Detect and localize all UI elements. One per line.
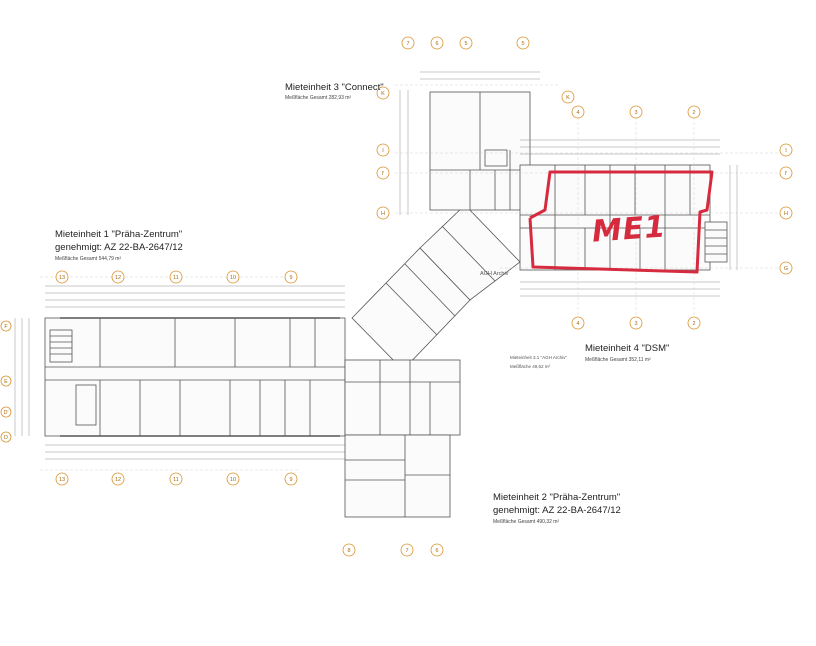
east-block <box>519 164 728 271</box>
svg-text:7: 7 <box>406 41 409 47</box>
me1-marker: ME1 <box>590 209 668 250</box>
dimension-lines-east <box>399 71 738 297</box>
svg-text:I': I' <box>382 171 385 177</box>
svg-text:11: 11 <box>173 275 179 281</box>
grid-bubbles <box>0 36 793 557</box>
svg-text:3: 3 <box>634 321 637 327</box>
svg-text:10: 10 <box>230 477 236 483</box>
svg-text:H: H <box>784 211 788 217</box>
mieteinheit-4-area: Meßfläche Gesamt 352,11 m² <box>585 357 651 363</box>
svg-text:K: K <box>566 95 570 101</box>
svg-text:12: 12 <box>115 275 121 281</box>
svg-text:H: H <box>381 211 385 217</box>
mieteinheit-3-title: Mieteinheit 3 "Connect" <box>285 82 384 93</box>
mieteinheit-3-area: Meßfläche Gesamt 282,93 m² <box>285 95 352 101</box>
svg-text:2: 2 <box>692 110 695 116</box>
mieteinheit-2-title: Mieteinheit 2 "Präha-Zentrum" <box>493 492 621 503</box>
mieteinheit-2-area: Meßfläche Gesamt 490,32 m² <box>493 519 560 525</box>
svg-text:5: 5 <box>521 41 524 47</box>
svg-text:8: 8 <box>347 548 350 554</box>
me1-highlight-outline <box>528 170 714 274</box>
mieteinheit-3-1-area: Meßfläche 49,62 m² <box>510 364 551 369</box>
grid-bubble-labels: 7 6 5 5 K I I' H K I I' H G 4 3 2 4 3 2 13 12 11 10 9 13 12… <box>3 41 788 554</box>
svg-text:6: 6 <box>435 548 438 554</box>
svg-text:K: K <box>381 91 385 97</box>
mieteinheit-2-approval: genehmigt: AZ 22-BA-2647/12 <box>493 505 621 516</box>
mieteinheit-3-1-title: Mieteinheit 3.1 "AGH Archiv" <box>510 355 567 360</box>
svg-text:6: 6 <box>435 41 438 47</box>
agh-archiv-label: AGH Archiv <box>480 271 509 277</box>
dimension-lines-left <box>14 285 345 460</box>
svg-text:5: 5 <box>464 41 467 47</box>
north-block <box>429 91 531 211</box>
svg-text:I: I <box>382 148 384 154</box>
svg-text:I: I <box>785 148 787 154</box>
mieteinheit-1-title: Mieteinheit 1 "Präha-Zentrum" <box>55 229 183 240</box>
svg-text:G: G <box>784 266 788 272</box>
svg-text:3: 3 <box>634 110 637 116</box>
svg-text:11: 11 <box>173 477 179 483</box>
svg-text:4: 4 <box>576 321 579 327</box>
svg-text:2: 2 <box>692 321 695 327</box>
left-wing <box>44 317 346 437</box>
svg-text:F: F <box>4 324 8 330</box>
svg-text:10: 10 <box>230 275 236 281</box>
mieteinheit-4-title: Mieteinheit 4 "DSM" <box>585 343 670 354</box>
svg-text:9: 9 <box>289 477 292 483</box>
svg-text:13: 13 <box>59 275 65 281</box>
mieteinheit-1-approval: genehmigt: AZ 22-BA-2647/12 <box>55 242 183 253</box>
mieteinheit-1-area: Meßfläche Gesamt 544,79 m² <box>55 256 122 262</box>
svg-text:9: 9 <box>289 275 292 281</box>
svg-text:4: 4 <box>576 110 579 116</box>
svg-text:E: E <box>4 379 8 385</box>
svg-text:12: 12 <box>115 477 121 483</box>
svg-text:13: 13 <box>59 477 65 483</box>
svg-text:D: D <box>4 435 8 441</box>
svg-text:7: 7 <box>405 548 408 554</box>
svg-text:I': I' <box>785 171 788 177</box>
central-hub <box>344 204 521 518</box>
svg-text:D': D' <box>3 410 8 416</box>
